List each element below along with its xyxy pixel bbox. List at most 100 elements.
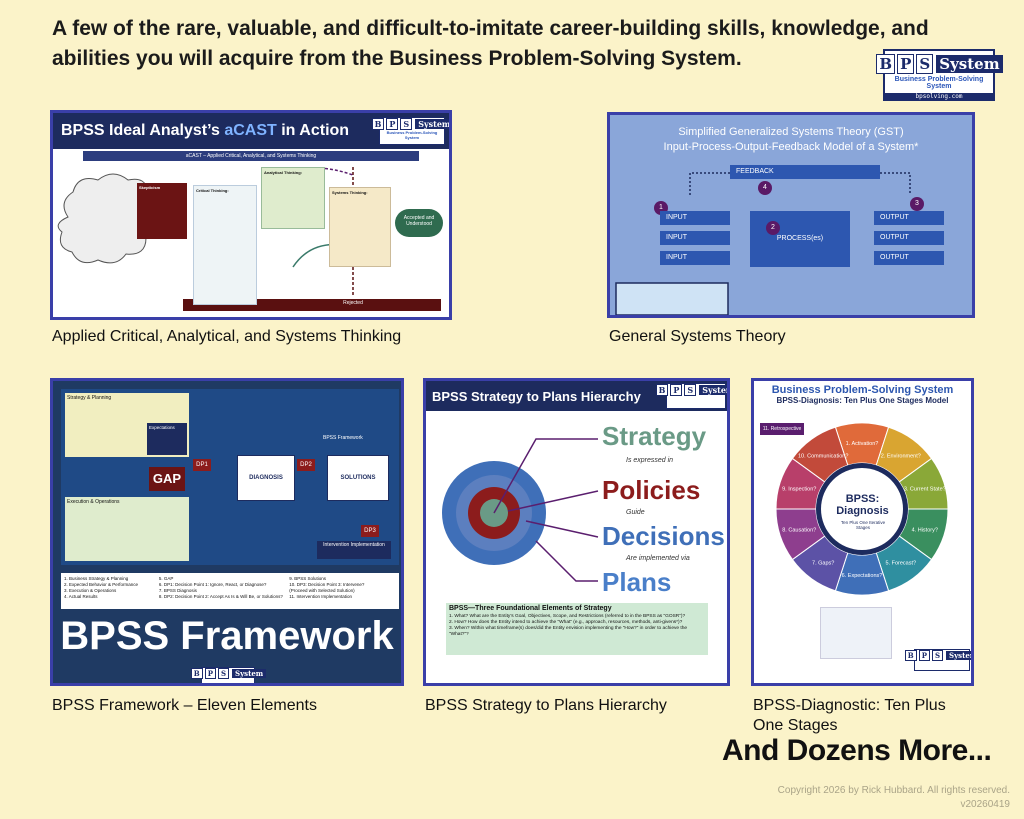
text-implemented: Are implemented via — [626, 555, 690, 562]
input-pill-1: INPUT — [660, 211, 730, 225]
gst-arrows — [615, 172, 911, 315]
list-item: 9. BPSS Solutions — [289, 576, 327, 581]
list-item: 2. Expected Behavior & Performance — [64, 582, 139, 587]
critical-label: Critical Thinking: — [196, 188, 229, 193]
wheel-stage-label: 2. Environment? — [881, 454, 921, 460]
diag-center-2: Diagnosis — [836, 505, 889, 517]
logo-url: bpsolving.com — [885, 93, 993, 100]
box-line: 3. When? Within what timeframe(s) does/d… — [449, 626, 688, 637]
leader-line — [493, 438, 598, 514]
logo-letter: B — [371, 118, 385, 130]
acast-subtitle: aCAST – Applied Critical, Analytical, an… — [83, 151, 419, 161]
list-item: 8. DP2: Decision Point 2: Accept As Is &… — [158, 594, 283, 599]
framework-label: BPSS Framework — [323, 435, 363, 441]
leader-line — [535, 540, 598, 582]
gst-title-1: Simplified Generalized Systems Theory (G… — [678, 126, 904, 138]
logo-letter: P — [670, 384, 683, 396]
list-item: 6. DP1: Decision Point 1: Ignore, React,… — [158, 582, 267, 587]
logo-letter: B — [904, 650, 917, 661]
gap-box: GAP — [149, 467, 185, 491]
wheel-stage-label: 9. Inspection? — [782, 487, 816, 493]
logo-subtitle: Business Problem-Solving System — [386, 130, 438, 140]
output-pill-3: OUTPUT — [874, 251, 944, 265]
diagnostic-caption: BPSS-Diagnostic: Ten Plus One Stages — [753, 697, 946, 734]
list-item: 3. Execution & Operations — [64, 588, 117, 593]
logo-letter: S — [684, 384, 697, 396]
logo-system: System — [699, 385, 727, 395]
box-line: 1. What? What are the Entity’s Goal, Obj… — [449, 614, 686, 619]
feedback-arrow-left — [689, 172, 730, 195]
system-box-outline — [615, 282, 729, 315]
logo-letter: S — [400, 118, 413, 130]
wheel-stage-label: 4. History? — [912, 527, 938, 533]
logo-letter: S — [916, 54, 934, 74]
input-pill-3: INPUT — [660, 251, 730, 265]
bpss-logo[interactable]: B P S System Business Problem-Solving Sy… — [876, 49, 1003, 101]
number-2-badge: 2 — [766, 221, 780, 235]
input-pill-2: INPUT — [660, 231, 730, 245]
acast-caption: Applied Critical, Analytical, and System… — [52, 328, 402, 345]
word-policies: Policies — [602, 475, 701, 505]
strategy-plans-caption: BPSS Strategy to Plans Hierarchy — [425, 697, 667, 714]
diagnostic-thumbnail[interactable]: Business Problem-Solving System BPSS-Dia… — [751, 378, 974, 686]
diagnosis-box: DIAGNOSIS — [237, 455, 295, 501]
analytical-label: Analytical Thinking: — [264, 170, 303, 175]
logo-letter: P — [918, 650, 930, 661]
word-strategy: Strategy — [602, 421, 707, 451]
diag-mini-map — [820, 607, 892, 659]
wheel-hub — [821, 468, 903, 550]
word-decisions: Decisions — [602, 521, 725, 551]
systems-label: Systems Thinking: — [332, 190, 368, 195]
systems-thinking-box: Systems Thinking: — [329, 187, 391, 267]
box-title: BPSS—Three Foundational Elements of Stra… — [449, 605, 612, 612]
logo-letter: P — [897, 54, 915, 74]
dp1-badge: DP1 — [193, 459, 211, 471]
framework-thumbnail[interactable]: Strategy & Planning Expectations GAP Exe… — [50, 378, 404, 686]
list-item: (Proceed with Selected Solution) — [289, 588, 355, 593]
version: v20260419 — [960, 799, 1011, 810]
text-expressed: Is expressed in — [626, 457, 674, 464]
wheel-stage-label: 7. Gaps? — [812, 560, 834, 566]
foundational-elements-box: BPSS—Three Foundational Elements of Stra… — [446, 603, 708, 655]
leader-line — [507, 490, 599, 512]
framework-elements-list: 1. Business Strategy & Planning 2. Expec… — [61, 573, 399, 609]
critical-thinking-box: Critical Thinking: — [193, 185, 257, 305]
wheel-stage-label: 10. Communication? — [798, 454, 848, 460]
list-item: 1. Business Strategy & Planning — [64, 576, 129, 581]
logo-letter: S — [931, 650, 944, 661]
word-plans: Plans — [602, 567, 672, 597]
skepticism-box: Skepticism — [137, 183, 187, 239]
output-pill-2: OUTPUT — [874, 231, 944, 245]
acast-title-main: BPSS Ideal Analyst’s — [61, 122, 220, 139]
list-item: 5. GAP — [158, 576, 174, 581]
logo-letter: P — [204, 668, 216, 679]
number-3-badge: 3 — [910, 197, 924, 211]
retrospective-badge: 11. Retrospective — [760, 423, 804, 435]
accepted-cloud: Accepted and Understood — [395, 209, 443, 237]
copyright: Copyright 2026 by Rick Hubbard. All righ… — [777, 785, 1010, 796]
feedback-pill: FEEDBACK — [730, 165, 880, 179]
logo-subtitle: Business Problem-Solving System — [894, 76, 984, 90]
logo-system: System — [946, 651, 971, 660]
list-item: 11. Intervention Implementation — [289, 594, 352, 599]
intervention-box: Intervention Implementation — [317, 541, 391, 559]
diag-title: Business Problem-Solving System — [771, 384, 954, 396]
wheel-stage-label: 3. Current State? — [904, 487, 946, 493]
diag-center-1: BPSS: — [845, 493, 880, 505]
expectations-box: Expectations — [147, 423, 187, 455]
gst-thumbnail[interactable]: Simplified Generalized Systems Theory (G… — [607, 112, 975, 318]
diag-center-3: Ten Plus One Iterative Stages — [840, 520, 886, 530]
logo-letter: B — [876, 54, 896, 74]
number-4-badge: 4 — [758, 181, 772, 195]
analytical-thinking-box: Analytical Thinking: — [261, 167, 325, 229]
logo-letter: B — [190, 668, 203, 679]
output-pill-1: OUTPUT — [874, 211, 944, 225]
framework-big-title: BPSS Framework — [60, 614, 394, 658]
logo-system: System — [232, 669, 267, 678]
